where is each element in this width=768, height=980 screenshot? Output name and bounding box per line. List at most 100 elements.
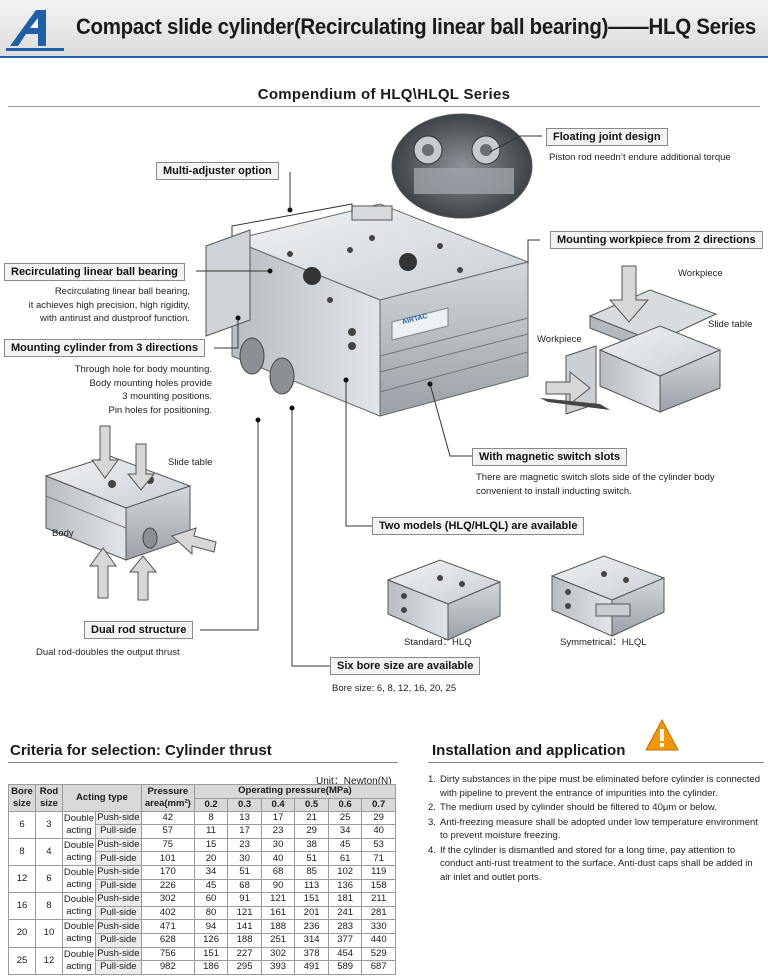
thrust-value-cell: 330 — [361, 919, 396, 934]
section-subtitle: Compendium of HLQ\HLQL Series — [257, 86, 511, 103]
pressure-area-cell: 471 — [140, 919, 195, 934]
thrust-value-cell: 17 — [260, 810, 296, 826]
six-bore-callout: Six bore size are available — [330, 657, 481, 675]
acting-type-cell: Double acting — [61, 946, 96, 975]
rod-cell: 3 — [34, 810, 63, 839]
thrust-value-cell: 29 — [361, 810, 396, 826]
rod-cell: 12 — [34, 946, 63, 975]
thrust-value-cell: 51 — [227, 864, 262, 880]
thrust-value-cell: 23 — [260, 824, 296, 839]
thrust-value-cell: 25 — [327, 810, 363, 826]
thrust-unit: Unit：Newton(N) — [316, 776, 392, 787]
thrust-value-cell: 529 — [361, 946, 396, 962]
subtitle-divider — [8, 106, 760, 107]
thrust-value-cell: 314 — [294, 932, 329, 948]
thrust-value-cell: 40 — [260, 851, 296, 866]
pull-side-cell: Pull-side — [94, 960, 142, 975]
thrust-value-cell: 45 — [327, 837, 363, 853]
recirculating-desc: Recirculating linear ball bearing, it ac… — [4, 285, 190, 326]
rod-cell: 10 — [34, 919, 63, 948]
pressure-area-cell: 75 — [140, 837, 195, 853]
thrust-value-cell: 136 — [327, 878, 363, 894]
thrust-value-cell: 126 — [193, 932, 229, 948]
list-item-number: 1. — [428, 774, 436, 785]
magnetic-switch-desc-line: There are magnetic switch slots side of … — [476, 472, 715, 483]
multi-adjuster-callout: Multi-adjuster option — [156, 162, 279, 180]
mounting-3-desc-line: Through hole for body mounting. — [74, 364, 212, 375]
floating-joint-desc: Piston rod needn’t endure additional tor… — [549, 152, 731, 163]
list-item: 3.Anti-freezing measure shall be adopted… — [428, 816, 764, 843]
slide-table-right-label: Slide table — [708, 319, 753, 330]
mounting-3-desc-line: 3 mounting positions. — [122, 391, 212, 402]
thrust-value-cell: 21 — [294, 810, 329, 826]
thrust-section-title: Criteria for selection: Cylinder thrust — [10, 742, 272, 759]
thrust-value-cell: 30 — [260, 837, 296, 853]
bore-cell: 16 — [8, 892, 36, 921]
pressure-area-cell: 42 — [140, 810, 195, 826]
thrust-value-cell: 281 — [361, 905, 396, 921]
thrust-section-divider — [8, 762, 398, 763]
thrust-value-cell: 491 — [294, 960, 329, 975]
thrust-value-cell: 68 — [260, 864, 296, 880]
bore-cell: 25 — [8, 946, 36, 975]
pressure-area-cell: 756 — [140, 946, 195, 962]
pull-side-cell: Pull-side — [94, 851, 142, 866]
header-operating: Operating pressure(MPa) — [193, 784, 397, 799]
pressure-area-cell: 101 — [140, 851, 195, 866]
acting-type-cell: Double acting — [61, 892, 96, 921]
leader-dots — [235, 207, 433, 423]
slide-table-left-label: Slide table — [168, 457, 213, 468]
model-standard-figure — [386, 559, 502, 641]
list-item: 4.If the cylinder is dismantled and stor… — [428, 844, 764, 885]
thrust-value-cell: 68 — [227, 878, 262, 894]
thrust-value-cell: 11 — [193, 824, 229, 839]
header-bore: Bore size — [8, 784, 36, 812]
mounting-3-desc-line: Pin holes for positioning. — [108, 404, 212, 416]
thrust-value-cell: 161 — [260, 905, 296, 921]
pull-side-cell: Pull-side — [94, 878, 142, 894]
install-list: 1.Dirty substances in the pipe must be e… — [428, 773, 764, 885]
bore-cell: 6 — [8, 810, 36, 839]
mounting-3-desc: Through hole for body mounting. Body mou… — [4, 363, 212, 417]
two-models-callout: Two models (HLQ/HLQL) are available — [372, 517, 585, 535]
body-label: Body — [52, 528, 74, 539]
thrust-value-cell: 30 — [227, 851, 262, 866]
thrust-value-cell: 141 — [227, 919, 262, 934]
thrust-value-cell: 377 — [327, 932, 363, 948]
recirculating-desc-line: Recirculating linear ball bearing, — [54, 286, 190, 297]
thrust-value-cell: 15 — [193, 837, 229, 853]
header-rod: Rod size — [34, 784, 63, 812]
thrust-value-cell: 91 — [227, 892, 262, 907]
mounting-3-desc-line: Body mounting holes provide — [89, 377, 212, 389]
thrust-value-cell: 227 — [227, 946, 262, 962]
thrust-value-cell: 236 — [294, 919, 329, 934]
magnetic-switch-desc: There are magnetic switch slots side of … — [476, 471, 715, 498]
push-side-cell: Push-side — [94, 837, 142, 853]
workpiece-diagram — [540, 265, 722, 415]
brand-logo-icon — [6, 10, 64, 51]
page-title: Compact slide cylinder(Recirculating lin… — [76, 14, 756, 39]
thrust-value-cell: 61 — [327, 851, 363, 866]
pressure-header-cell: 0.2 — [193, 797, 229, 812]
thrust-table: Bore size Rod size Acting type Pressure … — [8, 784, 397, 975]
pull-side-cell: Pull-side — [94, 905, 142, 921]
six-bore-desc: Bore size: 6, 8, 12, 16, 20, 25 — [332, 683, 457, 694]
leader-lines — [196, 135, 542, 667]
thrust-value-cell: 60 — [193, 892, 229, 907]
thrust-value-cell: 440 — [361, 932, 396, 948]
recirculating-desc-line: with antirust and dustproof function. — [40, 313, 190, 324]
pressure-area-cell: 402 — [140, 905, 195, 921]
thrust-value-cell: 113 — [294, 878, 329, 894]
pressure-area-cell: 982 — [140, 960, 195, 975]
mounting-diagram — [44, 425, 217, 601]
thrust-value-cell: 40 — [361, 824, 396, 839]
thrust-value-cell: 188 — [227, 932, 262, 948]
thrust-value-cell: 201 — [294, 905, 329, 921]
thrust-value-cell: 121 — [260, 892, 296, 907]
thrust-value-cell: 71 — [361, 851, 396, 866]
